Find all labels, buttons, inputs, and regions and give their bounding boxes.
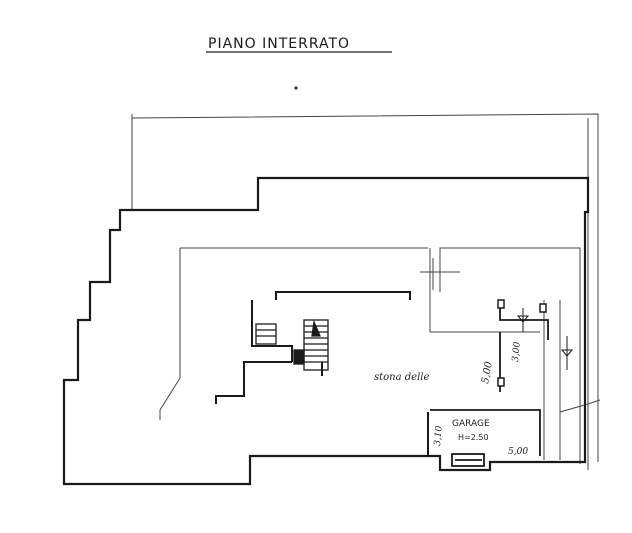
plan-title: PIANO INTERRATO (208, 36, 350, 52)
column-markers (497, 299, 547, 387)
garage-height-label: H=2.50 (458, 433, 489, 442)
stair-block (255, 319, 329, 371)
level-markers (516, 308, 574, 370)
dimension-bottom-5-00: 5,00 (508, 447, 528, 457)
outer-dimension-lines (131, 113, 601, 470)
stray-mark (294, 86, 298, 90)
dimension-3-00: 3,00 (511, 341, 523, 362)
dimension-3-10: 3,10 (433, 425, 445, 446)
garage-label: GARAGE (452, 419, 490, 429)
perimeter-wall (62, 176, 590, 486)
garage-room (430, 306, 549, 467)
dimension-5-00: 5,00 (480, 360, 495, 384)
room-label: stona delle (374, 372, 429, 383)
inner-walls (215, 291, 429, 456)
